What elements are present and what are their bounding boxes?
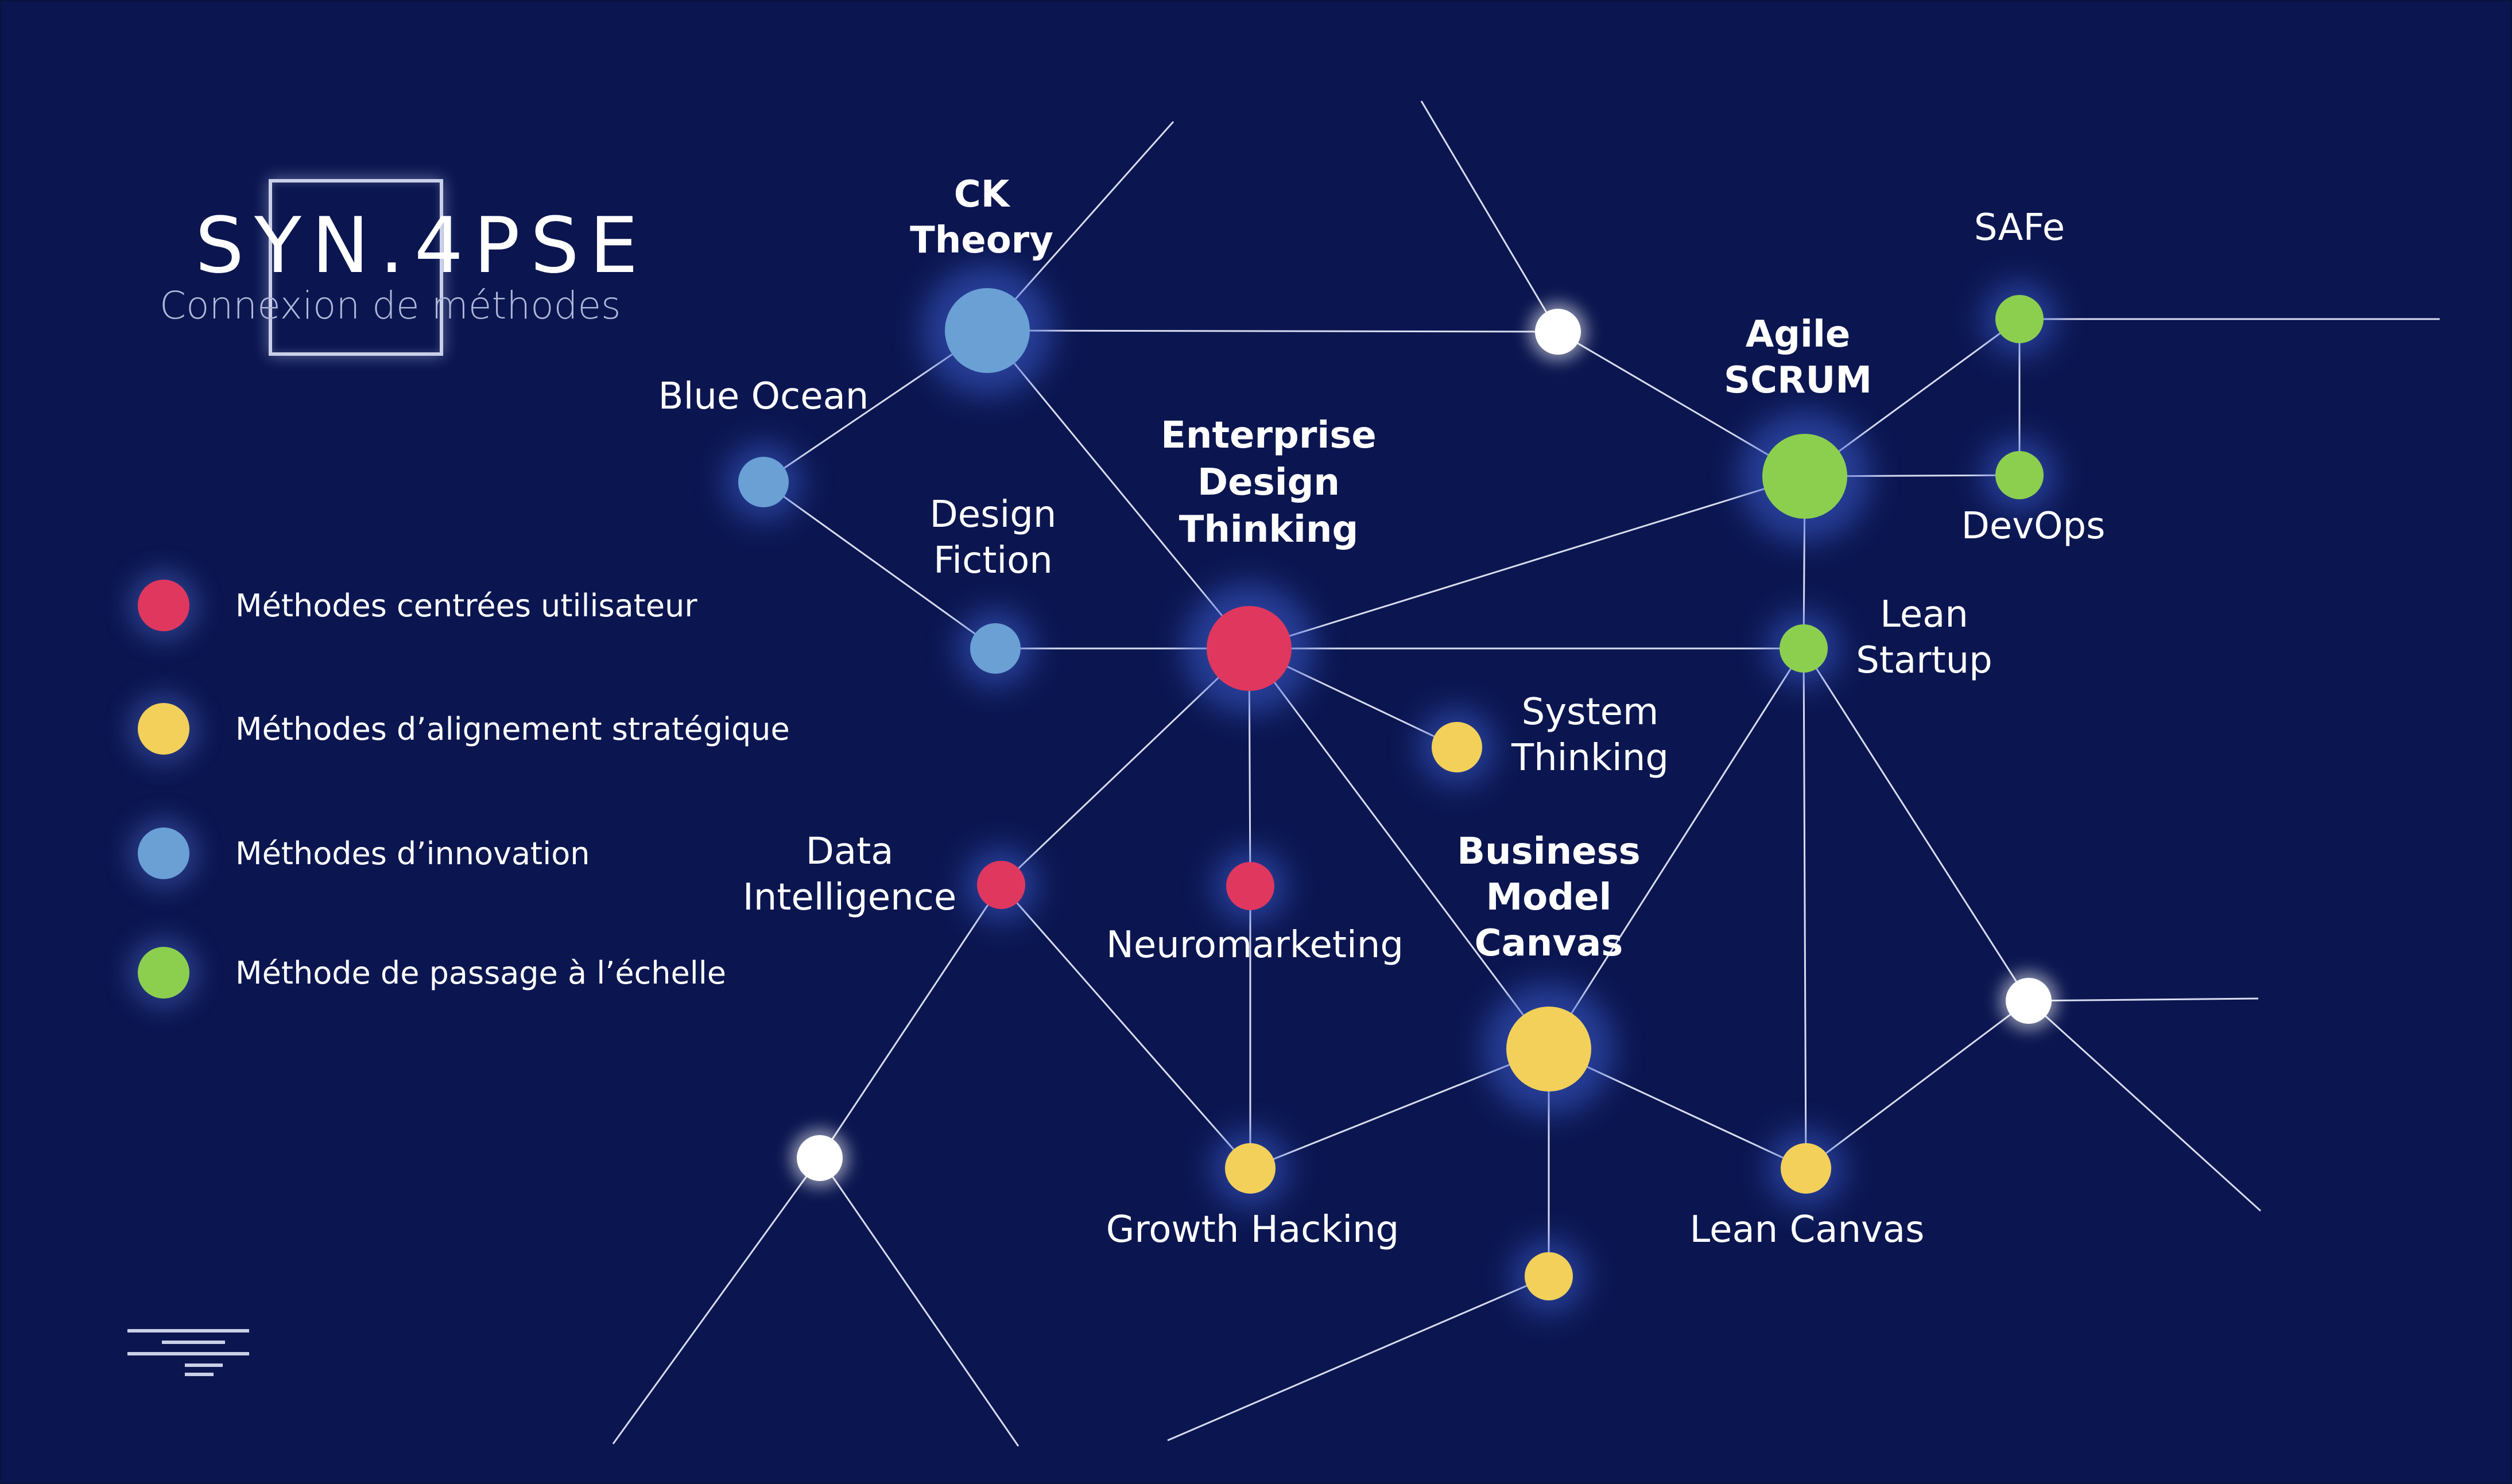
node-ck[interactable] [945,288,1030,373]
label-line: Model [1486,876,1612,919]
node-agile[interactable] [1762,434,1847,519]
edges [612,100,2440,1447]
label-safe: SAFe [1974,207,2065,249]
node-blue-ocean[interactable] [738,457,789,507]
node-lean-canvas[interactable] [1781,1143,1831,1194]
label-lean-canvas: Lean Canvas [1690,1209,1925,1251]
node-w2[interactable] [797,1135,843,1181]
label-line: Lean [1880,593,1968,636]
edge-w2-ext_w2b [819,1157,1019,1447]
edge-lean_canvas-w3 [1805,1000,2029,1170]
legend-item-strategic: Méthodes d’alignement stratégique [138,697,790,760]
legend-item-scaling: Méthode de passage à l’échelle [138,941,726,1004]
legend-dot-yellow [138,703,189,755]
edge-lean_startup-bmc [1548,648,1805,1050]
edge-data_intel-growth_hacking [1000,884,1251,1169]
logo-wordmark: SYN.4PSE [195,201,649,290]
label-line: Lean Canvas [1690,1209,1925,1251]
legend-dot-green [138,947,189,999]
legend-dot-red [138,580,189,631]
label-line: Design [1197,461,1340,504]
label-line: SCRUM [1724,359,1872,402]
edge-data_intel-w2 [819,884,1002,1159]
label-line: Enterprise [1161,414,1377,457]
legend-item-innovation: Méthodes d’innovation [138,822,590,885]
node-bmc-sub[interactable] [1525,1252,1573,1300]
edge-ck-edt [986,330,1250,649]
label-line: SAFe [1974,207,2065,249]
label-line: Fiction [933,539,1053,582]
label-devops: DevOps [1961,505,2106,547]
edge-bmc_sub-ext_bmc_sub [1167,1275,1549,1442]
edge-edt-agile [1249,475,1805,650]
label-line: Design [930,494,1057,536]
label-line: Thinking [1179,508,1359,551]
legend-label: Méthodes d’alignement stratégique [235,710,790,747]
edge-w3-ext_w3b [2028,1000,2262,1212]
node-w1[interactable] [1535,309,1581,355]
label-line: Thinking [1511,737,1669,779]
label-growth-hacking: Growth Hacking [1106,1209,1400,1251]
label-line: Growth Hacking [1106,1209,1400,1251]
label-line: Startup [1856,639,1992,682]
nodes [724,265,2057,1314]
label-line: Data [806,830,894,873]
node-w3[interactable] [2006,978,2052,1024]
label-line: Blue Ocean [658,375,869,418]
node-safe[interactable] [1995,295,2044,343]
edge-edt-bmc [1248,648,1550,1050]
label-line: CK [954,173,1011,216]
label-line: Agile [1746,313,1851,356]
node-lean-startup[interactable] [1780,624,1828,673]
logo-subtitle: Connexion de méthodes [160,283,621,328]
label-line: Canvas [1475,922,1623,965]
label-blue-ocean: Blue Ocean [658,375,869,418]
label-line: DevOps [1961,505,2106,547]
label-line: Neuromarketing [1106,924,1404,966]
legend-item-user-centered: Méthodes centrées utilisateur [138,574,697,637]
menu-lines-icon[interactable] [127,1327,249,1376]
node-devops[interactable] [1995,451,2044,499]
legend-label: Méthodes d’innovation [235,835,590,872]
label-line: Intelligence [743,876,956,919]
label-line: Business [1457,830,1641,873]
node-system-thinking[interactable] [1432,722,1482,772]
edge-w1-ext_w1 [1420,100,1559,332]
edge-blue_ocean-design_fiction [763,481,996,650]
edge-lean_startup-w3 [1802,648,2030,1001]
node-data-intel[interactable] [977,861,1025,909]
label-line: Theory [910,219,1053,262]
edge-w2-ext_w2a [612,1157,821,1444]
node-design-fiction[interactable] [970,623,1021,674]
node-edt[interactable] [1207,606,1292,691]
node-neuromarketing[interactable] [1226,862,1274,910]
legend-dot-blue [138,828,189,879]
logo-frame [269,179,443,356]
node-growth-hacking[interactable] [1225,1143,1276,1194]
edge-w3-ext_w3a [2028,997,2259,1002]
legend-label: Méthodes centrées utilisateur [235,587,697,624]
label-neuromarketing: Neuromarketing [1106,924,1404,966]
edge-ck-w1 [987,329,1559,333]
legend-label: Méthode de passage à l’échelle [235,954,726,991]
label-line: System [1522,691,1659,733]
node-bmc[interactable] [1506,1007,1591,1091]
edge-lean_startup-lean_canvas [1802,648,1807,1169]
